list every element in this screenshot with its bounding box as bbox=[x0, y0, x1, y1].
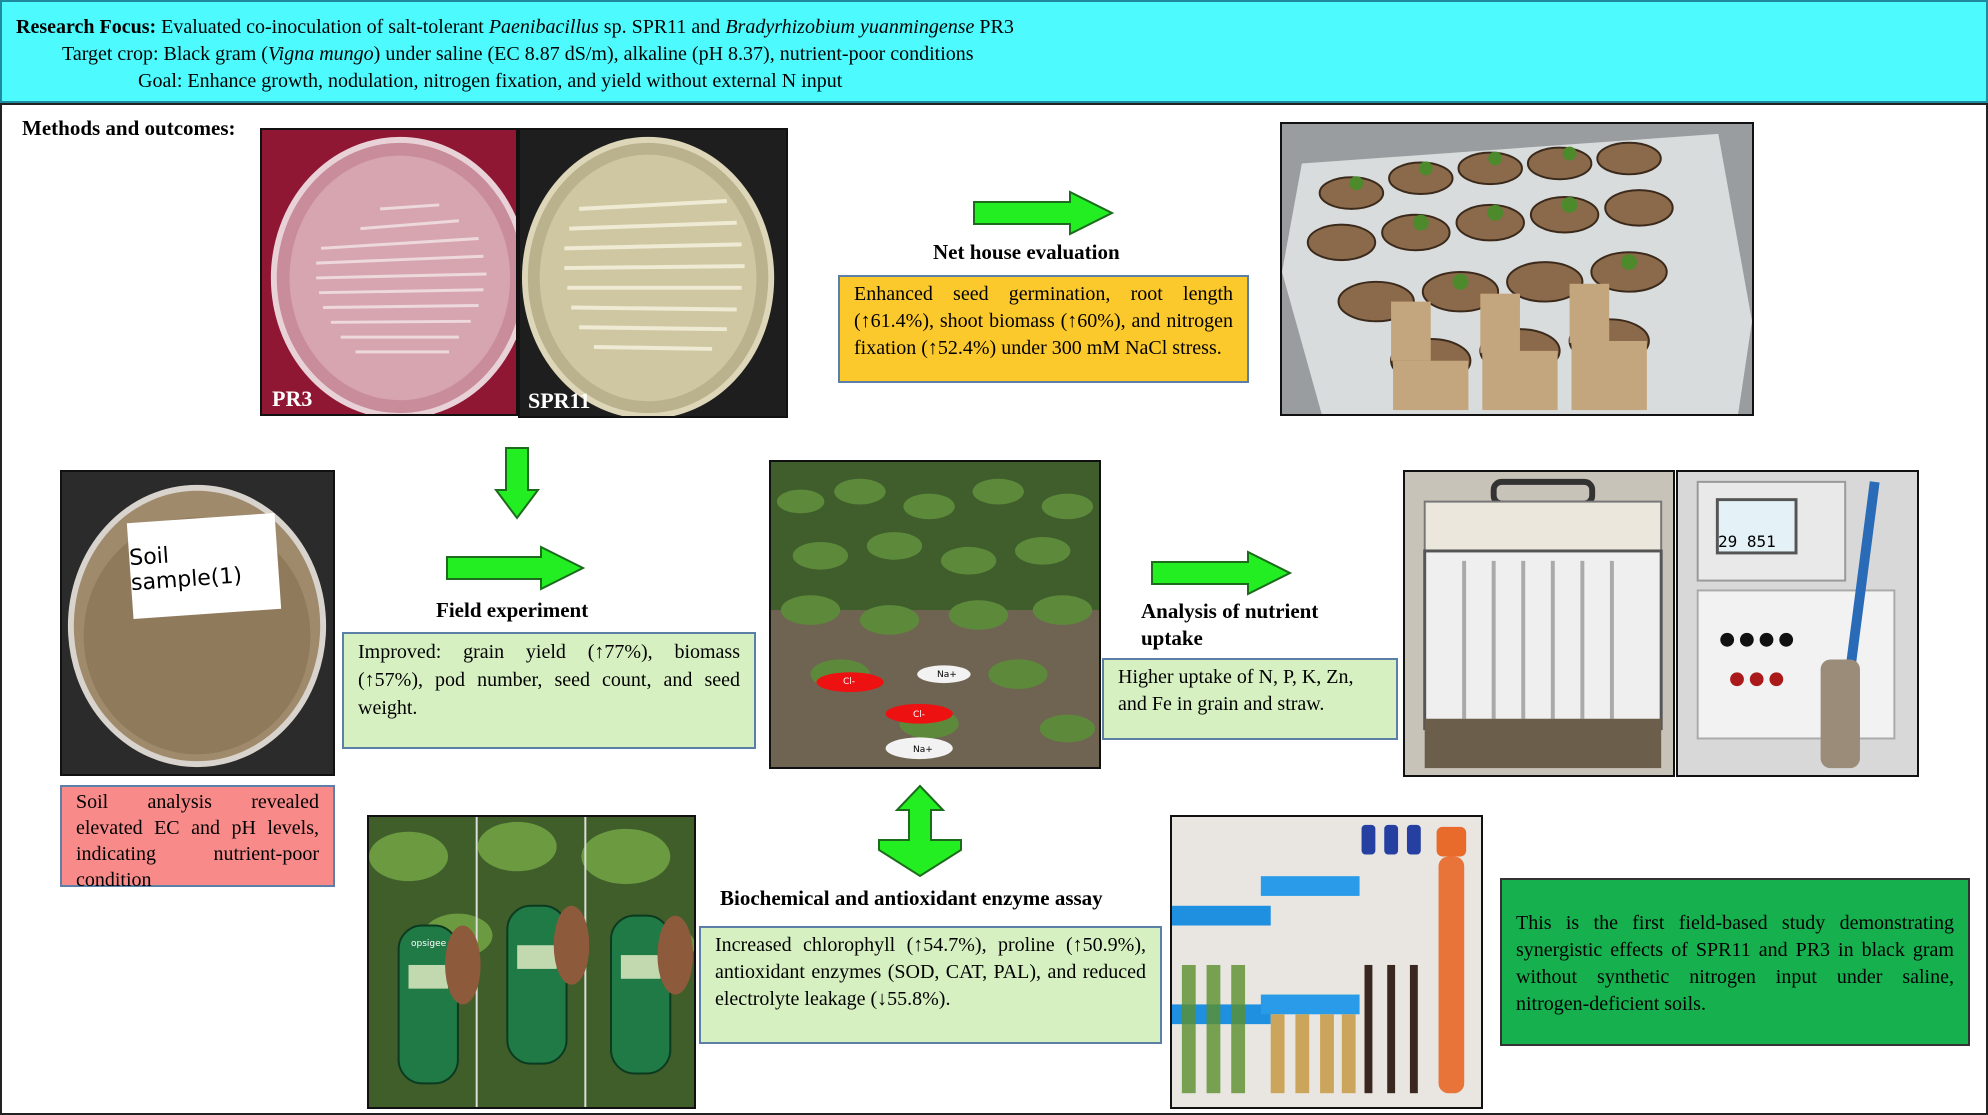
header-segment: Vigna mungo bbox=[267, 43, 374, 65]
chlorophyll-meter-photo: opsigee bbox=[367, 815, 696, 1109]
meter-display: 29 851 bbox=[1718, 532, 1776, 551]
soil-sample-photo: Soil sample(1) bbox=[60, 470, 335, 776]
header-segment: Research Focus: bbox=[16, 16, 157, 38]
right-arrow-field-icon bbox=[446, 545, 585, 591]
pr3-plate-photo: PR3 bbox=[260, 128, 518, 416]
biochemical-assay-label: Biochemical and antioxidant enzyme assay bbox=[720, 886, 1103, 910]
nutrient-result-box: Higher uptake of N, P, K, Zn, and Fe in … bbox=[1102, 658, 1398, 740]
ph-ec-meter-photo: 29 851 bbox=[1676, 470, 1919, 777]
sodium-marker-1: Na+ bbox=[937, 670, 957, 680]
methods-label: Methods and outcomes: bbox=[22, 116, 236, 140]
net-house-pots-photo bbox=[1280, 122, 1754, 416]
test-tubes-photo bbox=[1170, 815, 1483, 1109]
nutrient-uptake-label: Analysis of nutrient uptake bbox=[1141, 599, 1319, 650]
biochemical-result-box: Increased chlorophyll (↑54.7%), proline … bbox=[699, 926, 1162, 1044]
spr11-plate-photo: SPR11 bbox=[518, 128, 788, 418]
soil-sample-tag: Soil sample(1) bbox=[126, 512, 282, 620]
header-segment: Paenibacillus bbox=[488, 16, 599, 38]
header-line-crop: Target crop: Black gram (Vigna mungo) un… bbox=[62, 41, 974, 68]
down-arrow-icon bbox=[494, 447, 540, 520]
chloride-marker-1: Cl- bbox=[843, 677, 856, 687]
header-segment: Bradyrhizobium yuanmingense bbox=[725, 16, 975, 38]
soil-analysis-box: Soil analysis revealed elevated EC and p… bbox=[60, 785, 335, 891]
net-house-result-box: Enhanced seed germination, root length (… bbox=[838, 275, 1249, 383]
header-segment: Goal: Enhance growth, nodulation, nitrog… bbox=[138, 70, 843, 92]
chloride-marker-2: Cl- bbox=[913, 710, 926, 720]
field-plot-photo: Cl- Na+ Cl- Na+ bbox=[769, 460, 1101, 769]
right-arrow-nutrient-icon bbox=[1151, 550, 1292, 596]
header-segment: Target crop: Black gram ( bbox=[62, 43, 268, 65]
conclusion-box: This is the first field-based study demo… bbox=[1500, 878, 1970, 1046]
sodium-marker-2: Na+ bbox=[913, 745, 933, 755]
header-segment: sp. SPR11 and bbox=[598, 16, 726, 38]
digestion-block-photo bbox=[1403, 470, 1675, 777]
net-house-label: Net house evaluation bbox=[933, 240, 1120, 264]
bidirectional-arrow-icon bbox=[878, 784, 962, 878]
header-line-focus: Research Focus: Evaluated co-inoculation… bbox=[16, 14, 1014, 41]
field-experiment-label: Field experiment bbox=[436, 598, 589, 622]
header-segment: PR3 bbox=[974, 16, 1014, 38]
field-result-box: Improved: grain yield (↑77%), biomass (↑… bbox=[342, 632, 756, 749]
header-segment: ) under saline (EC 8.87 dS/m), alkaline … bbox=[373, 43, 974, 65]
spr11-label: SPR11 bbox=[528, 388, 591, 413]
pr3-label: PR3 bbox=[272, 386, 313, 411]
spad-brand-label: opsigee bbox=[411, 939, 447, 949]
header-line-goal: Goal: Enhance growth, nodulation, nitrog… bbox=[138, 68, 842, 95]
header-segment: Evaluated co-inoculation of salt-toleran… bbox=[156, 16, 489, 38]
right-arrow-net-house-icon bbox=[973, 190, 1114, 236]
research-header: Research Focus: Evaluated co-inoculation… bbox=[0, 0, 1988, 103]
